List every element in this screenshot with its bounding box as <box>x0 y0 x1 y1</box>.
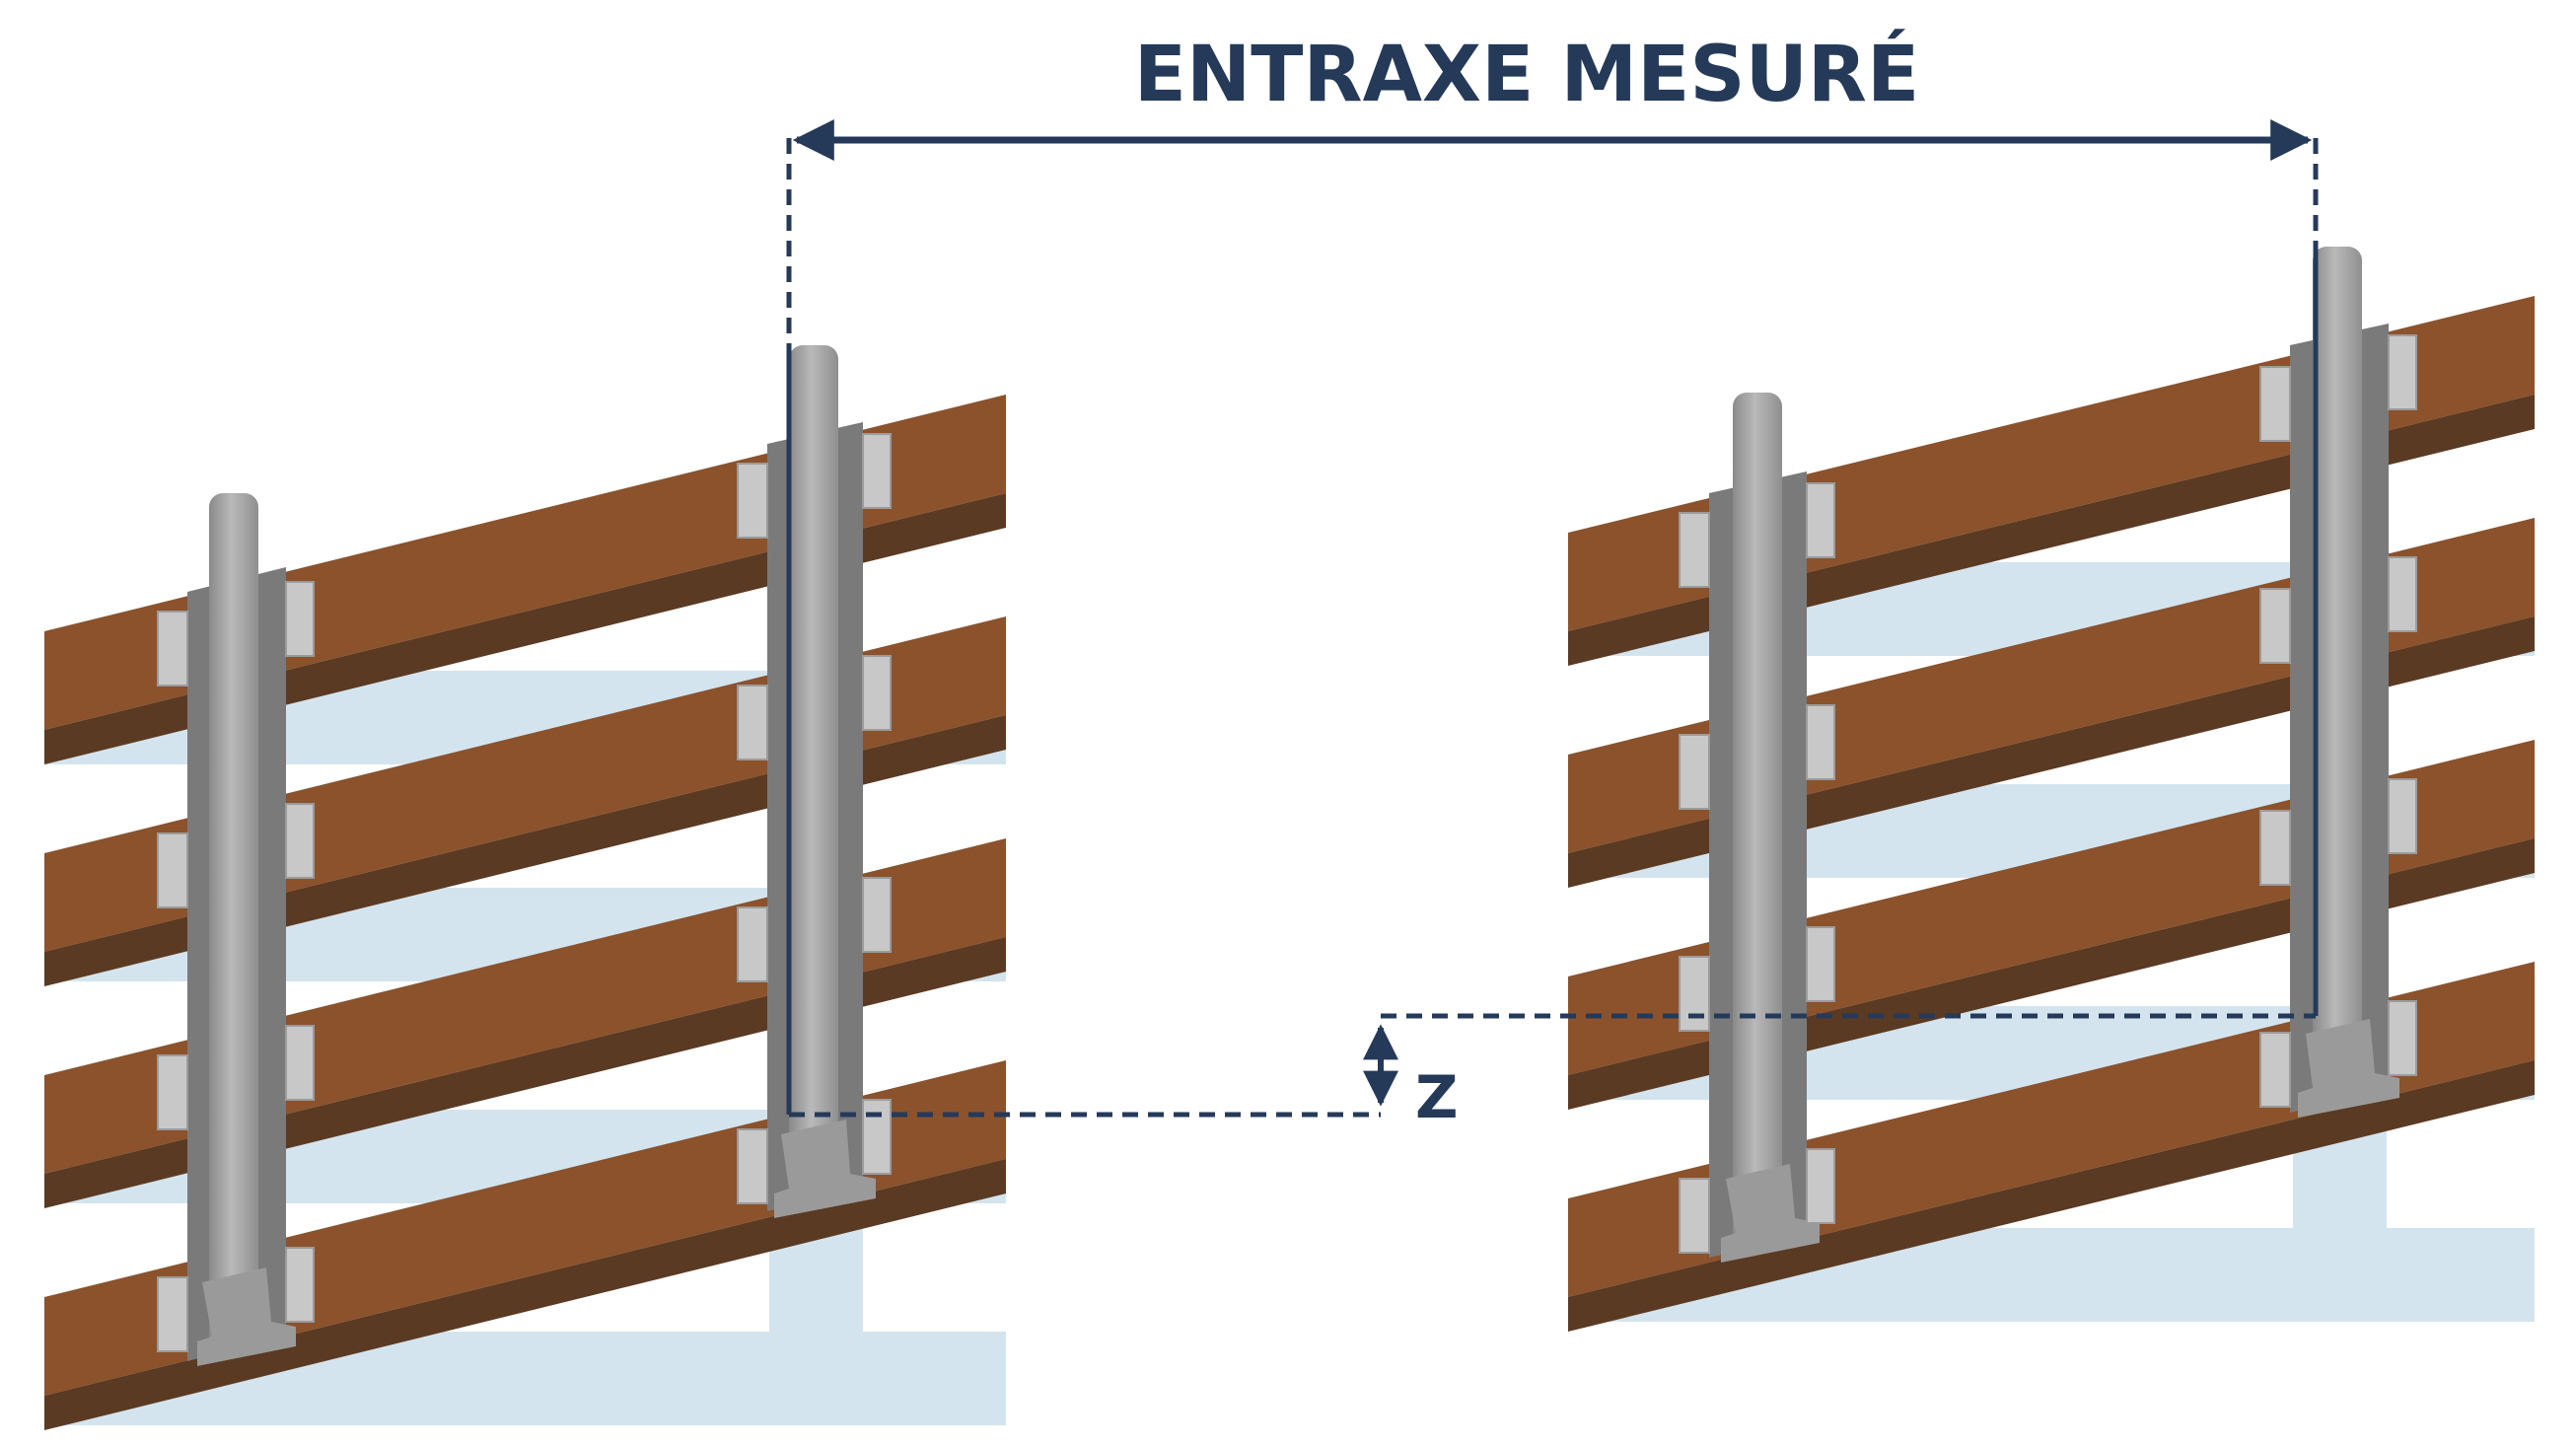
left-fence <box>44 345 1006 1430</box>
right-fence <box>1568 247 2535 1332</box>
entraxe-dimension: ENTRAXE MESURÉ <box>786 29 2319 1115</box>
z-label: Z <box>1415 1063 1459 1132</box>
height-offset-dimension: Z <box>789 1013 2316 1132</box>
entraxe-label: ENTRAXE MESURÉ <box>1134 29 1920 119</box>
left-fence-post-1 <box>157 493 315 1366</box>
